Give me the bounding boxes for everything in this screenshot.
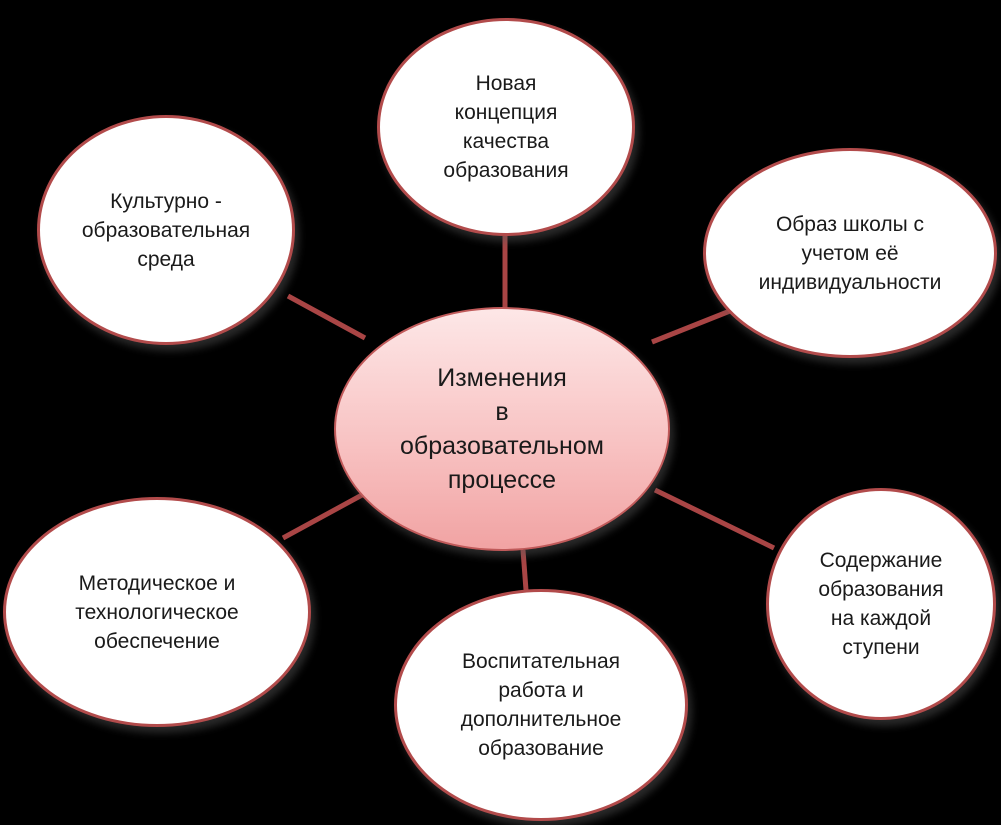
connector-center-bottom	[520, 549, 529, 591]
node-quality-concept-label: Новая концепция качества образования	[443, 72, 569, 182]
node-cultural-environment-label: Культурно - образовательная среда	[81, 189, 251, 271]
node-methodical-support-label: Методическое и технологическое обеспечен…	[75, 571, 239, 653]
connector-center-right	[653, 487, 776, 551]
node-center-changes: Изменения в образовательном процессе	[334, 307, 670, 551]
connector-center-tr	[651, 304, 741, 345]
node-methodical-support: Методическое и технологическое обеспечен…	[3, 497, 311, 727]
node-content-by-level: Содержание образования на каждой ступени	[766, 488, 996, 720]
node-educational-work-label: Воспитательная работа и дополнительное о…	[460, 650, 622, 760]
node-center-changes-label: Изменения в образовательном процессе	[400, 364, 604, 494]
node-quality-concept: Новая концепция качества образования	[377, 18, 635, 236]
node-educational-work: Воспитательная работа и дополнительное о…	[394, 589, 688, 821]
node-school-image: Образ школы с учетом её индивидуальности	[703, 148, 997, 358]
connector-center-tl	[286, 293, 367, 341]
node-cultural-environment: Культурно - образовательная среда	[37, 115, 295, 345]
connector-center-left	[281, 492, 364, 541]
node-school-image-label: Образ школы с учетом её индивидуальности	[758, 212, 942, 294]
node-content-by-level-label: Содержание образования на каждой ступени	[818, 549, 944, 659]
